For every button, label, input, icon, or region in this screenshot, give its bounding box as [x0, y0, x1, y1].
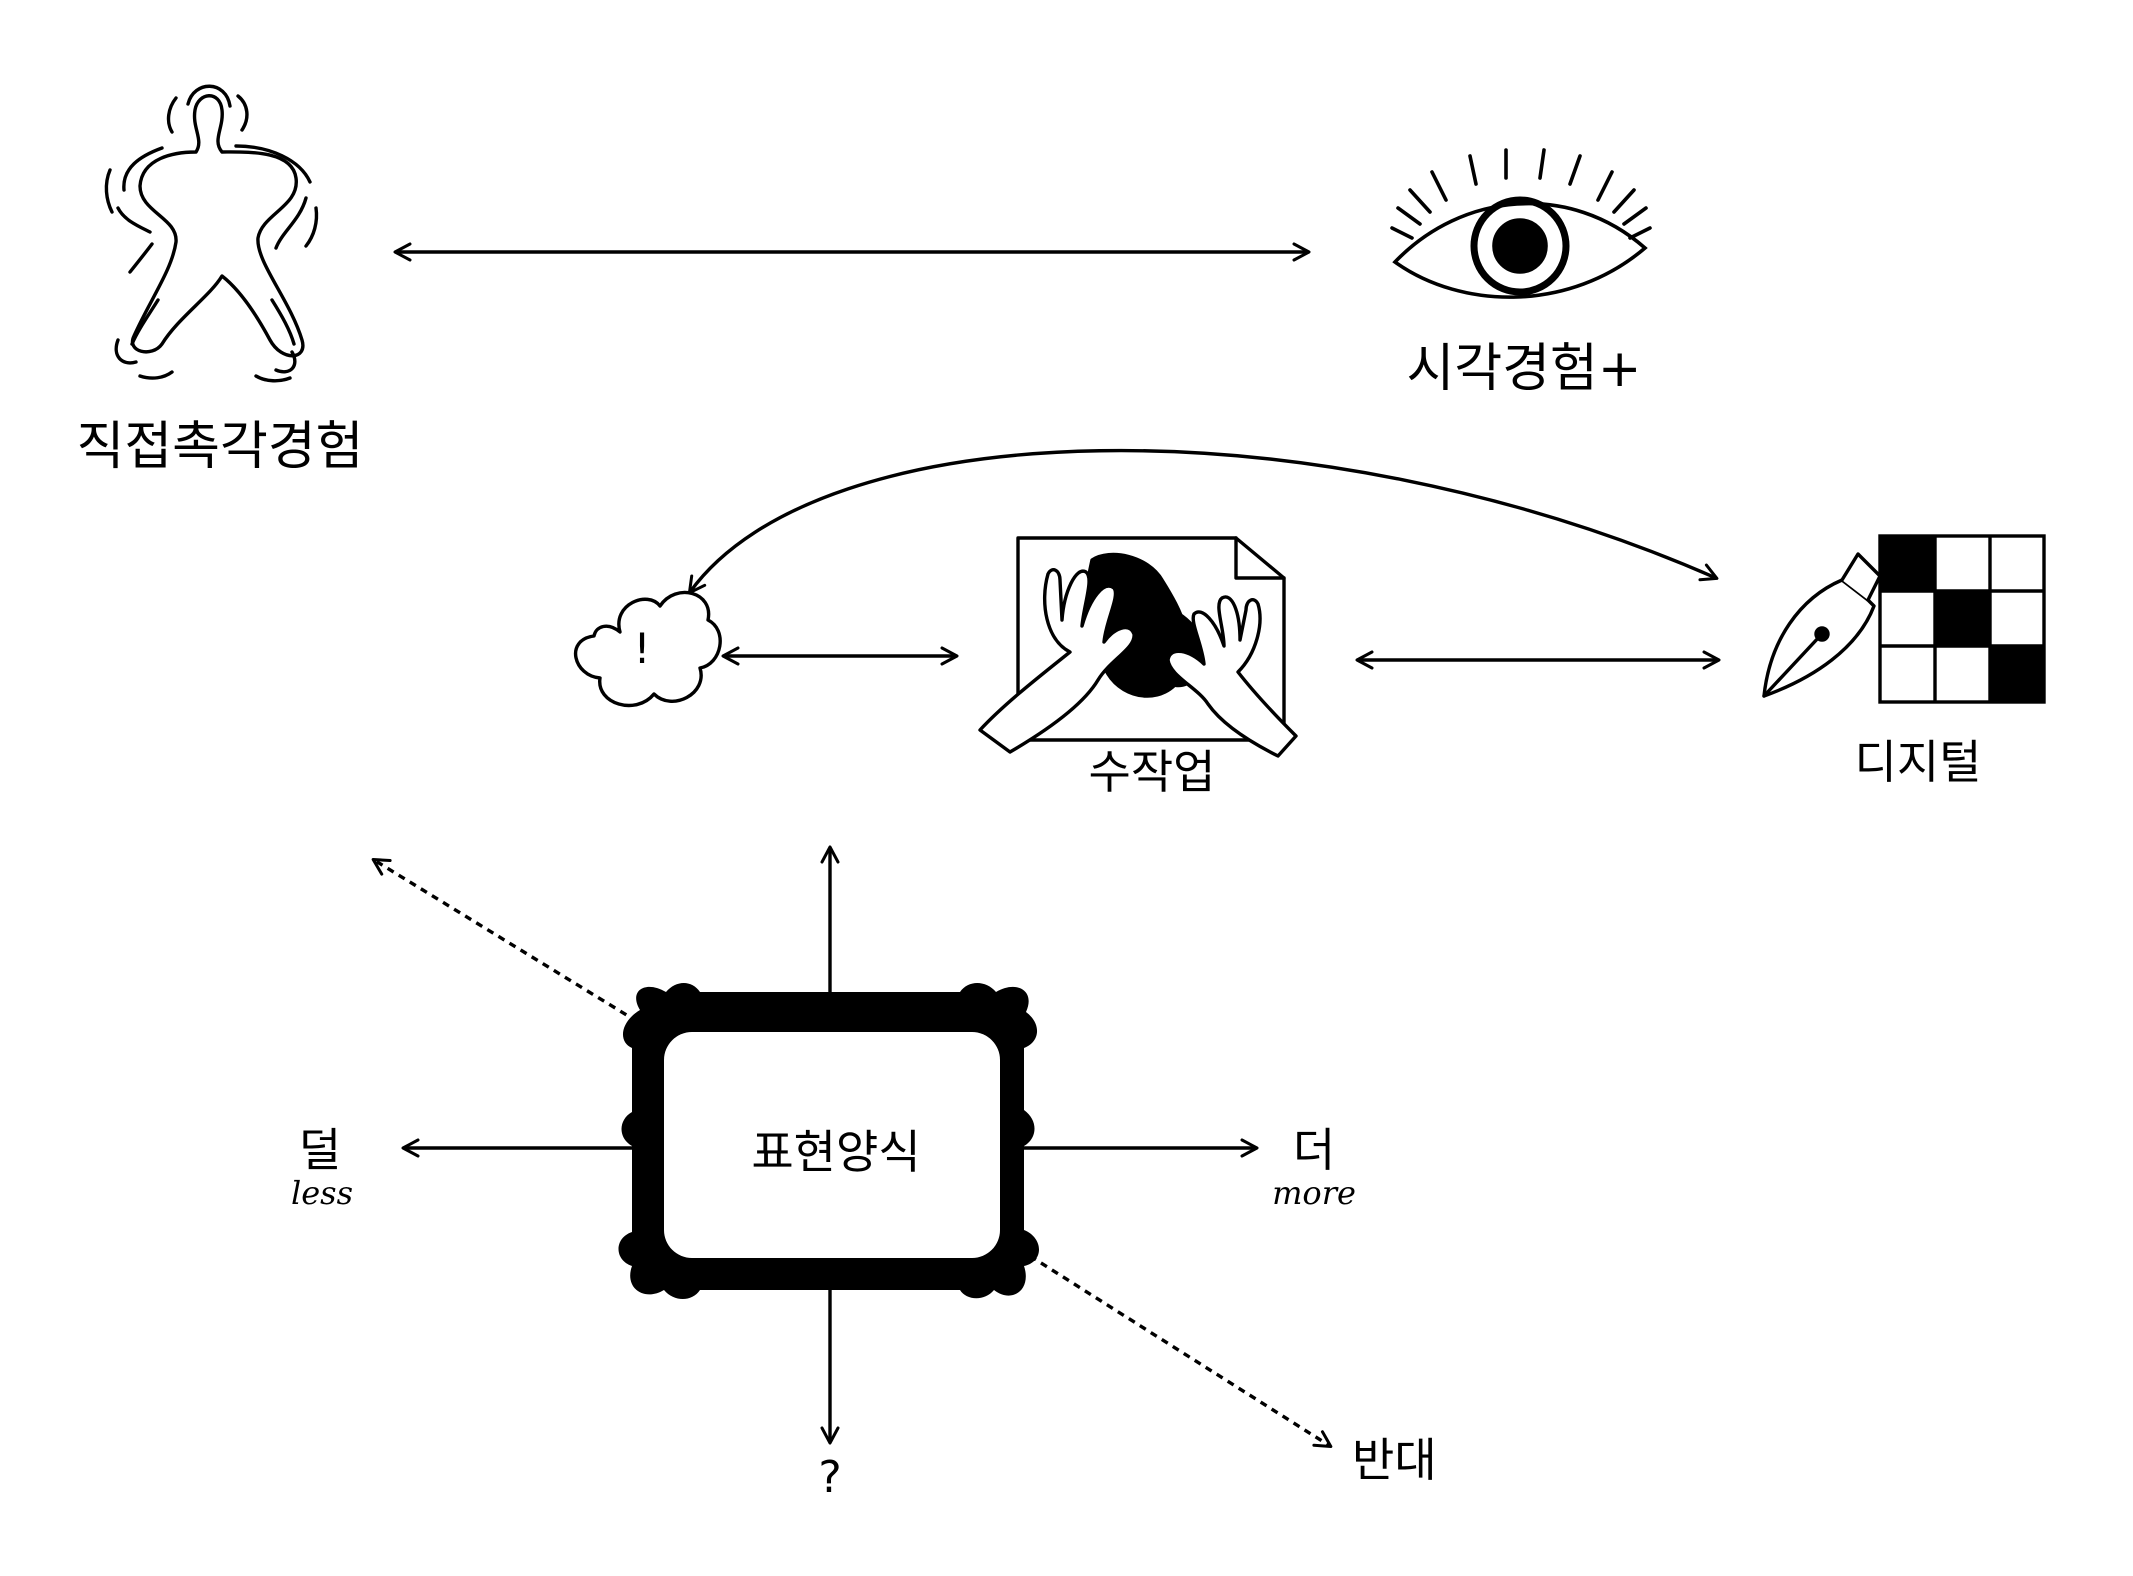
ornate-frame-icon [618, 983, 1039, 1299]
label-expression: 표현양식 [751, 1125, 921, 1179]
eye-icon [1390, 148, 1652, 299]
label-question: ? [818, 1452, 842, 1503]
label-more-ko: 더 [1292, 1123, 1336, 1177]
label-visual: 시각경험+ [1406, 339, 1642, 399]
connectors [371, 242, 1721, 1449]
dotted-arrow-opposite [1029, 1254, 1333, 1449]
label-more-en: more [1272, 1174, 1356, 1212]
label-direct-touch: 직접촉각경험 [76, 417, 364, 477]
arc-cloud-digital [687, 448, 1719, 595]
label-opposite: 반대 [1352, 1433, 1437, 1487]
label-thought-mark: ! [633, 624, 651, 673]
pen-nib-icon [1762, 552, 1882, 698]
label-digital: 디지털 [1854, 735, 1982, 789]
label-less-ko: 덜 [298, 1123, 342, 1177]
thought-cloud-icon [573, 590, 722, 708]
pixel-grid-icon [1878, 534, 2046, 704]
hands-on-paper-icon [978, 536, 1298, 758]
label-handwork: 수작업 [1088, 745, 1216, 799]
label-less-en: less [290, 1174, 354, 1212]
body-outline-icon [104, 84, 319, 383]
